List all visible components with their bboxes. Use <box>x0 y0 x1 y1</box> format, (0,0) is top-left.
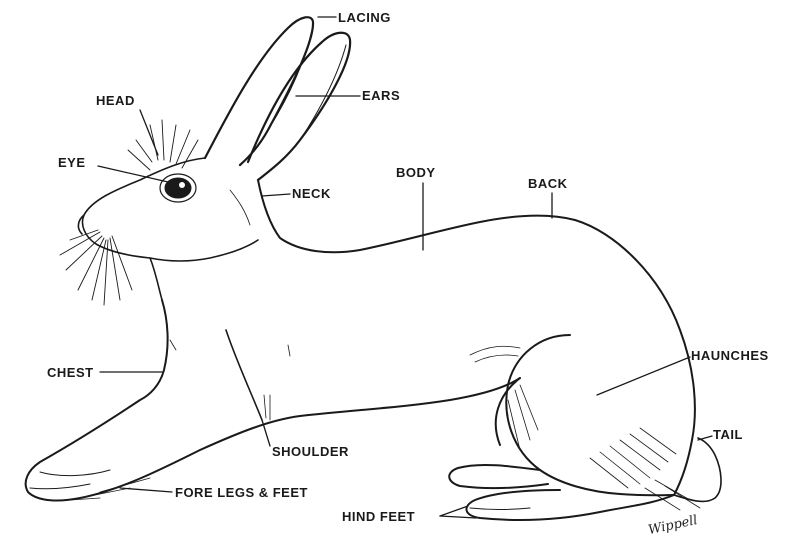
label-body: BODY <box>396 166 436 180</box>
haunch-outline <box>449 335 674 520</box>
eye-shape <box>160 174 196 202</box>
label-hind-feet: HIND FEET <box>342 510 415 524</box>
label-haunches: HAUNCHES <box>691 349 769 363</box>
label-lacing: LACING <box>338 11 391 25</box>
label-neck: NECK <box>292 187 331 201</box>
label-head: HEAD <box>96 94 135 108</box>
belly-outline <box>300 378 520 416</box>
label-tail: TAIL <box>713 428 743 442</box>
leader-lines <box>98 17 712 518</box>
label-shoulder: SHOULDER <box>272 445 349 459</box>
whiskers <box>60 120 198 305</box>
shading <box>70 190 700 510</box>
ears-outline <box>205 17 350 180</box>
label-chest: CHEST <box>47 366 94 380</box>
label-ears: EARS <box>362 89 400 103</box>
foreleg-outline <box>26 300 300 500</box>
label-back: BACK <box>528 177 568 191</box>
label-fore-legs-feet: FORE LEGS & FEET <box>175 486 308 500</box>
label-eye: EYE <box>58 156 86 170</box>
